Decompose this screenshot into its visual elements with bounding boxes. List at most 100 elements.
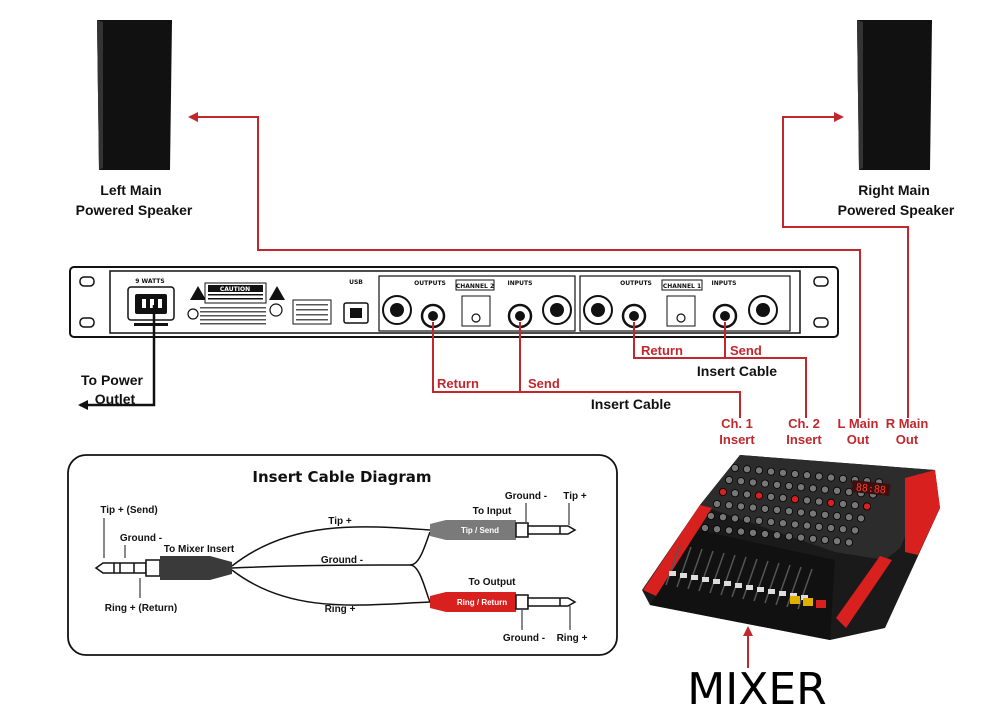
ch1-return-label: Return [641, 343, 683, 358]
mixer-knob [779, 493, 788, 502]
mixer-knob [737, 502, 746, 511]
ground-wire-branch [409, 564, 431, 603]
mixer-knob [857, 514, 866, 523]
mixer-knob [797, 533, 806, 542]
mixer-knob [839, 525, 848, 534]
mixer-fader-cap [669, 571, 676, 576]
mixer-fader-cap [746, 585, 753, 590]
to-output-label: To Output [468, 577, 516, 588]
mixer-knob [845, 538, 854, 547]
mixer-fader-track [665, 544, 681, 586]
mixer-knob [827, 524, 836, 533]
mixer-fader-track [786, 566, 802, 608]
ch1-insert-wiring [633, 322, 807, 418]
mixer-knob [749, 528, 758, 537]
mixer-knob [719, 487, 728, 496]
mixer-knob [707, 512, 716, 521]
mixer-fader-cap [735, 583, 742, 588]
mixer-knob [815, 472, 824, 481]
mixer-knob [725, 475, 734, 484]
mixer-fader-track [687, 548, 703, 590]
mixer-knob [761, 479, 770, 488]
power-label-1: To Power [81, 372, 144, 388]
mixer-knob [713, 525, 722, 534]
r-main-out-wire [782, 112, 909, 418]
tip-top-label: Tip + [563, 491, 587, 502]
mixer-knob [791, 520, 800, 529]
mixer-fader-cap [724, 581, 731, 586]
ts-plug-send [430, 520, 577, 540]
ch2-return-label: Return [437, 376, 479, 391]
tip-plus-wire-label: Tip + [328, 516, 352, 527]
mixer-knob [773, 480, 782, 489]
mixer-knob [743, 490, 752, 499]
mixer-lmain-label-2: Out [847, 432, 870, 447]
mixer-knob [767, 518, 776, 527]
mixer-fader-cap [702, 577, 709, 582]
diagram-title: Insert Cable Diagram [252, 468, 431, 486]
mixer-fader-track [698, 550, 714, 592]
mixer-knob [713, 499, 722, 508]
mixer-knob [755, 516, 764, 525]
ground-minus-wire-label: Ground - [321, 555, 363, 566]
left-speaker-label-1: Left Main [100, 182, 161, 198]
mixer-knob [845, 513, 854, 522]
power-cable [78, 305, 156, 410]
caution-label: CAUTION [220, 286, 250, 293]
ground-label-left: Ground - [120, 533, 162, 544]
mixer-fader-cap [691, 575, 698, 580]
mixer-knob [791, 495, 800, 504]
mixer-fader-track [676, 546, 692, 588]
left-speaker [97, 20, 172, 170]
ch2-send-label: Send [528, 376, 560, 391]
mixer-ch2-insert-label-1: Ch. 2 [788, 416, 820, 431]
mixer-knob [785, 507, 794, 516]
plug-return-text: Ring / Return [457, 598, 507, 607]
mixer-fader-cap [790, 593, 797, 598]
mixer-knob [809, 509, 818, 518]
mixer-fader-cap [680, 573, 687, 578]
mixer-knob [701, 524, 710, 533]
mixer-knob [827, 473, 836, 482]
mixer-knob [779, 468, 788, 477]
mixer-knob [833, 512, 842, 521]
mixer-knob [761, 530, 770, 539]
mixer-knob [785, 481, 794, 490]
tip-wire [231, 526, 431, 567]
mixer-knob [761, 504, 770, 513]
mixer-lmain-label-1: L Main [838, 416, 879, 431]
svg-text:88:88: 88:88 [855, 482, 886, 496]
warning-icon [190, 286, 206, 300]
mixer-knob [863, 502, 872, 511]
channel2-label: CHANNEL 2 [456, 283, 494, 290]
mixer-knob [851, 501, 860, 510]
mixer-knob [797, 508, 806, 517]
mixer-knob [839, 474, 848, 483]
l-main-out-wire [188, 112, 861, 418]
rack-device: 9 WATTS CAUTION USB OUT [69, 266, 839, 338]
right-speaker-label-1: Right Main [858, 182, 930, 198]
mixer-fader-track [720, 554, 736, 596]
channel2-inputs-label: INPUTS [508, 280, 533, 287]
mixer-knob [821, 536, 830, 545]
watts-label: 9 WATTS [135, 278, 164, 285]
mixer-title: MIXER [687, 664, 826, 715]
mixer-knob [833, 537, 842, 546]
mixer-knob [785, 532, 794, 541]
mixer-knob [725, 501, 734, 510]
channel1-label: CHANNEL 1 [663, 283, 701, 290]
mixer-knob [827, 498, 836, 507]
mixer-fader-track [742, 558, 758, 600]
mixer-knob [755, 466, 764, 475]
mixer-knob [821, 485, 830, 494]
mixer-knob [833, 486, 842, 495]
mixer-knob [719, 513, 728, 522]
ch1-send-label: Send [730, 343, 762, 358]
mixer-knob [815, 497, 824, 506]
mixer-knob [839, 499, 848, 508]
mixer-knob [737, 477, 746, 486]
mixer-fader-cap [757, 587, 764, 592]
ground-bottom-label: Ground - [503, 633, 545, 644]
mixer-knob [731, 514, 740, 523]
